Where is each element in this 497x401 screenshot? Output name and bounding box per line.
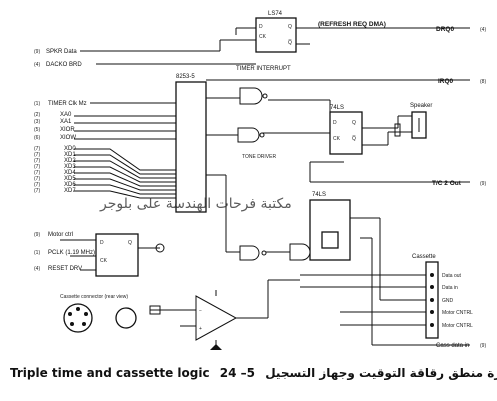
signal-name: XA0 [60, 112, 72, 118]
output-name: DRQ0 [436, 26, 454, 33]
svg-text:Q: Q [288, 24, 292, 30]
signal-name: PCLK (1.19 MHz) [48, 250, 95, 256]
signal-num: (9) [34, 232, 40, 238]
gates-top [237, 87, 268, 143]
signal-name: XD1 [64, 152, 76, 158]
reset-chip: D CK Q [95, 233, 165, 277]
signal-num: (6) [34, 135, 40, 141]
lower-chip: 74LS [239, 192, 351, 261]
signal-name: XD3 [64, 164, 76, 170]
speaker-label: Speaker [410, 103, 432, 109]
svg-text:CK: CK [259, 34, 267, 40]
din-connector: Cassette connector (rear view) [60, 294, 137, 333]
signal-name: Motor ctrl [48, 232, 73, 238]
signal-num: (4) [34, 266, 40, 272]
watermark: مكتبة فرحات الهندسة على بلوجر [100, 196, 292, 212]
signal-num: (7) [34, 188, 40, 194]
signal-name: XD2 [64, 158, 76, 164]
signal-name: XD4 [64, 170, 76, 176]
ls74-chip: LS74 D CK Q Q̅ [255, 11, 297, 53]
cassette-pin-label: Motor CNTRL [442, 310, 473, 316]
cassette-pin-label: Motor CNTRL [442, 323, 473, 329]
signal-num: (2) [34, 112, 40, 118]
output-num: (9) [480, 181, 486, 187]
cassette-connector: Cassette Data out Data in GND Motor CNTR… [412, 254, 473, 339]
svg-text:−: − [199, 308, 202, 314]
signal-num: (1) [34, 101, 40, 107]
caption-arabic-text: دائرة منطق رقاقة التوقيت وجهاز التسجيل [265, 366, 497, 380]
left-signal-labels: (9) SPKR Data (4) DACKO BRD (1) TIMER Cl… [34, 49, 95, 272]
timer-chip-label: 8253-5 [176, 74, 195, 80]
signal-num: (3) [34, 119, 40, 125]
svg-text:D: D [100, 240, 104, 246]
signal-name: XD5 [64, 176, 76, 182]
signal-name: XIOW [60, 135, 76, 141]
cassette-pin-label: Data out [442, 273, 462, 279]
svg-text:CK: CK [333, 136, 341, 142]
signal-num: (9) [34, 49, 40, 55]
svg-text:D: D [259, 24, 263, 30]
signal-num: (5) [34, 127, 40, 133]
speaker: Speaker [387, 103, 432, 145]
mid-right-chip: 74LS D CK Q Q̅ [329, 105, 363, 155]
wires [60, 27, 470, 350]
signal-name: TIMER Clk Mz [48, 101, 87, 107]
op-amp: − + [149, 295, 238, 350]
signal-num: (7) [34, 152, 40, 158]
output-num: (9) [480, 343, 486, 349]
right-outputs: DRQ0 (4) IRQ0 (8) T/C 2 Out (9) Cass dat… [432, 26, 486, 349]
svg-text:CK: CK [100, 258, 108, 264]
signal-name: XD6 [64, 182, 76, 188]
signal-num: (4) [34, 62, 40, 68]
svg-text:Q̅: Q̅ [288, 39, 292, 46]
cassette-title: Cassette [412, 254, 436, 260]
signal-num: (7) [34, 182, 40, 188]
signal-num: (7) [34, 176, 40, 182]
signal-name: XD7 [64, 188, 76, 194]
signal-name: RESET DRV [48, 266, 82, 272]
signal-name: DACKO BRD [46, 62, 82, 68]
refresh-label: (REFRESH REQ DMA) [318, 21, 386, 28]
signal-num: (7) [34, 158, 40, 164]
output-name: Cass data in [436, 343, 469, 349]
svg-text:Q̅: Q̅ [352, 135, 356, 142]
caption-number: 5– 24 [219, 366, 256, 380]
signal-name: XD0 [64, 146, 76, 152]
signal-num: (7) [34, 170, 40, 176]
ls74-label: LS74 [268, 11, 283, 17]
svg-text:Q: Q [352, 120, 356, 126]
timer-interrupt-label: TIMER INTERRUPT [236, 66, 291, 72]
tone-driver-label: TONE DRIVER [242, 154, 276, 160]
svg-text:+: + [199, 326, 202, 332]
caption-arabic: Triple time and cassette logic دائرة منط… [10, 366, 497, 380]
signal-name: XA1 [60, 119, 72, 125]
signal-num: (7) [34, 146, 40, 152]
signal-num: (1) [34, 250, 40, 256]
signal-name: SPKR Data [46, 49, 77, 55]
signal-name: XIOR [60, 127, 75, 133]
signal-num: (7) [34, 164, 40, 170]
svg-text:Q: Q [128, 240, 132, 246]
mid-right-chip-label: 74LS [330, 105, 344, 111]
svg-text:D: D [333, 120, 337, 126]
output-num: (8) [480, 79, 486, 85]
output-name: IRQ0 [438, 78, 454, 85]
lower-chip-label: 74LS [312, 192, 326, 198]
timer-chip: 8253-5 [175, 74, 207, 213]
cassette-pin-label: GND [442, 298, 454, 304]
cassette-pin-label: Data in [442, 285, 458, 291]
output-name: T/C 2 Out [432, 180, 462, 187]
output-num: (4) [480, 27, 486, 33]
din-note: Cassette connector (rear view) [60, 294, 128, 300]
caption-english: Triple time and cassette logic [10, 366, 210, 380]
